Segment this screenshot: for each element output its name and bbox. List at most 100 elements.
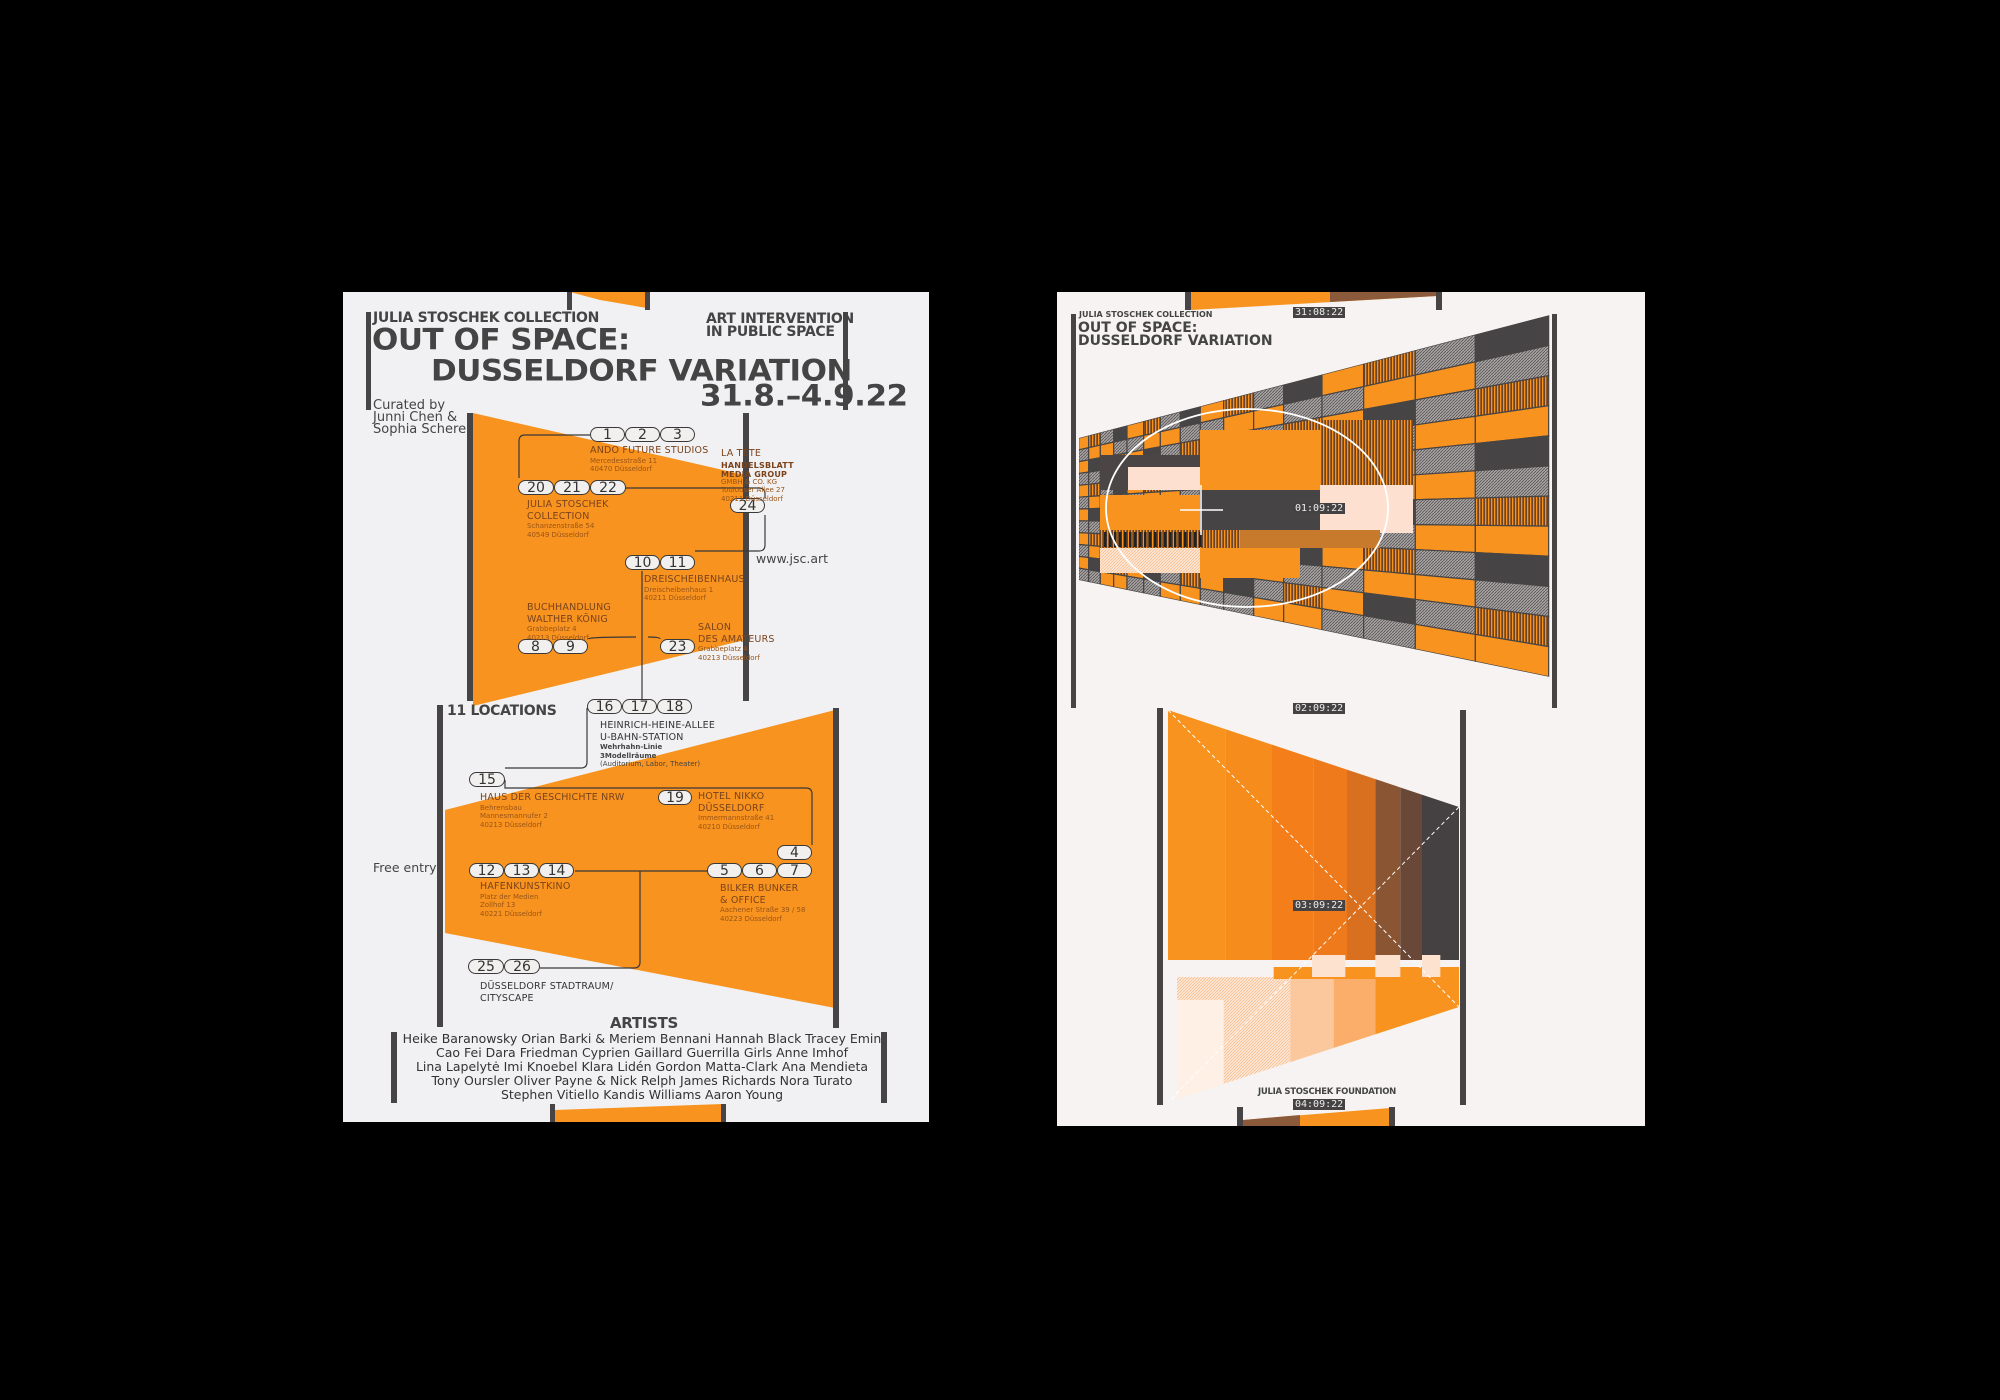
- checker-block: [1422, 955, 1441, 977]
- gradient-band: [1272, 710, 1314, 960]
- grid-cell: [1414, 524, 1476, 554]
- location-address: Aachener Straße 39 / 58: [720, 906, 806, 914]
- barcode-stripe: [1119, 532, 1122, 547]
- barcode-stripe: [1189, 532, 1192, 547]
- title-bar: [843, 312, 848, 410]
- location-address: 3Modellräume: [600, 751, 657, 760]
- map-bar: [437, 705, 443, 1027]
- location-address: 40549 Düsseldorf: [527, 530, 589, 539]
- location-number-pill: 17: [622, 699, 657, 714]
- location-address: 40211 Düsseldorf: [644, 594, 706, 602]
- location-address: Mercedesstraße 11: [590, 456, 658, 465]
- timestamp-label: 03:09:22: [1293, 900, 1346, 911]
- location-name: HANDELSBLATT: [721, 460, 794, 470]
- right-collection-label: JULIA STOSCHEK COLLECTION: [1079, 310, 1213, 319]
- location-name: U-BAHN-STATION: [600, 731, 684, 743]
- grid-cell: [1414, 497, 1476, 526]
- target-ellipse: [1105, 408, 1389, 608]
- checker-block: [1312, 955, 1346, 977]
- location-address: Behrensbau: [480, 803, 522, 812]
- location-number-pill: 21: [554, 480, 590, 495]
- barcode-stripe: [1109, 532, 1112, 547]
- gradient-band: [1225, 710, 1272, 960]
- grid-cell: [1474, 524, 1550, 557]
- grid-cell: [1199, 587, 1225, 611]
- location-name: SALON: [698, 622, 732, 633]
- timestamp-label: 01:09:22: [1293, 503, 1346, 514]
- grid-cell: [1079, 567, 1090, 583]
- location-address: 40213 Düsseldorf: [527, 633, 589, 642]
- perspective-grid: [1079, 315, 1550, 677]
- right-title-line1: OUT OF SPACE:: [1078, 320, 1198, 336]
- top-tab-shape: [570, 292, 647, 308]
- center-band: [1100, 548, 1200, 573]
- bottom-tab-shape: [555, 1104, 723, 1122]
- artists-line: Stephen Vitiello Kandis Williams Aaron Y…: [500, 1087, 784, 1102]
- map-bar: [833, 708, 839, 1028]
- location-address: Schanzenstraße 54: [527, 522, 595, 530]
- grid-cell: [1088, 495, 1101, 510]
- location-address: 40210 Düsseldorf: [698, 822, 760, 831]
- location-number-pill: 1: [590, 427, 625, 442]
- gradient-band: [1168, 710, 1226, 960]
- grid-cell: [1088, 544, 1101, 560]
- barcode-stripe: [1199, 532, 1202, 547]
- location-name: BILKER BUNKER: [720, 883, 799, 894]
- center-band: [1200, 430, 1320, 490]
- free-entry-label: Free entry: [373, 860, 437, 875]
- location-number-pill: 13: [504, 863, 539, 878]
- location-address: Mannesmannufer 2: [480, 812, 548, 820]
- grid-cell: [1088, 457, 1101, 473]
- location-name: DES AMATEURS: [698, 633, 775, 645]
- barcode-stripe: [1164, 532, 1167, 547]
- artists-line: Cao Fei Dara Friedman Cyprien Gaillard G…: [435, 1045, 849, 1060]
- lower-band: [1177, 1000, 1224, 1102]
- grid-cell: [1079, 532, 1090, 547]
- barcode-stripe: [1114, 532, 1117, 547]
- artists-line: Lina Lapelytė Imi Knoebel Klara Lidén Go…: [415, 1059, 869, 1074]
- grid-cell: [1099, 571, 1115, 588]
- location-name: & OFFICE: [720, 894, 766, 906]
- gradient-band: [1375, 710, 1401, 960]
- location-number-pill: 10: [625, 555, 660, 570]
- map-bar: [743, 413, 749, 701]
- map-bar: [467, 413, 473, 701]
- location-number-pill: 14: [539, 863, 574, 878]
- location-name: JULIA STOSCHEK: [527, 499, 609, 510]
- center-band: [1240, 530, 1380, 548]
- grid-cell: [1088, 532, 1101, 548]
- top-tab-shade: [1330, 292, 1437, 302]
- grid-cell: [1088, 482, 1101, 498]
- curated-by-line3: Sophia Scherer: [373, 422, 472, 437]
- barcode-stripe: [1129, 532, 1132, 547]
- gradient-band: [1313, 710, 1347, 960]
- artists-line: Heike Baranowsky Orian Barki & Meriem Be…: [402, 1031, 882, 1046]
- bottom-tab-bar: [1237, 1107, 1243, 1126]
- location-address: Toulouser Allee 27: [721, 486, 785, 494]
- location-number-pill: 19: [658, 790, 692, 805]
- barcode-stripe: [1104, 532, 1107, 547]
- grid-cell: [1414, 470, 1476, 501]
- location-number-pill: 24: [730, 498, 765, 513]
- top-tab-bar: [1185, 292, 1191, 310]
- left-collection-label: JULIA STOSCHEK COLLECTION: [373, 310, 600, 326]
- location-address: Grabbeplatz 4: [698, 645, 748, 653]
- grid-cell: [1253, 596, 1285, 623]
- barcode-stripe: [1139, 532, 1142, 547]
- location-number-pill: 8: [518, 639, 553, 654]
- frame-bar: [1157, 708, 1163, 1105]
- location-number-pill: 11: [660, 555, 695, 570]
- crosshair-icon: [1180, 485, 1223, 535]
- location-address: Immermannstraße 41: [698, 814, 775, 822]
- grid-cell: [1079, 459, 1090, 475]
- artists-heading: ARTISTS: [610, 1014, 679, 1032]
- location-name: CITYSCAPE: [480, 992, 534, 1004]
- location-address: (Auditorium, Labor, Theater): [600, 760, 701, 768]
- gradient-band: [1400, 710, 1422, 960]
- barcode-stripe: [1179, 532, 1182, 547]
- top-tab-bar: [567, 292, 572, 310]
- website-link[interactable]: www.jsc.art: [756, 551, 829, 566]
- left-title-line2: DUSSELDORF VARIATION: [431, 353, 852, 389]
- barcode-stripe: [1194, 532, 1197, 547]
